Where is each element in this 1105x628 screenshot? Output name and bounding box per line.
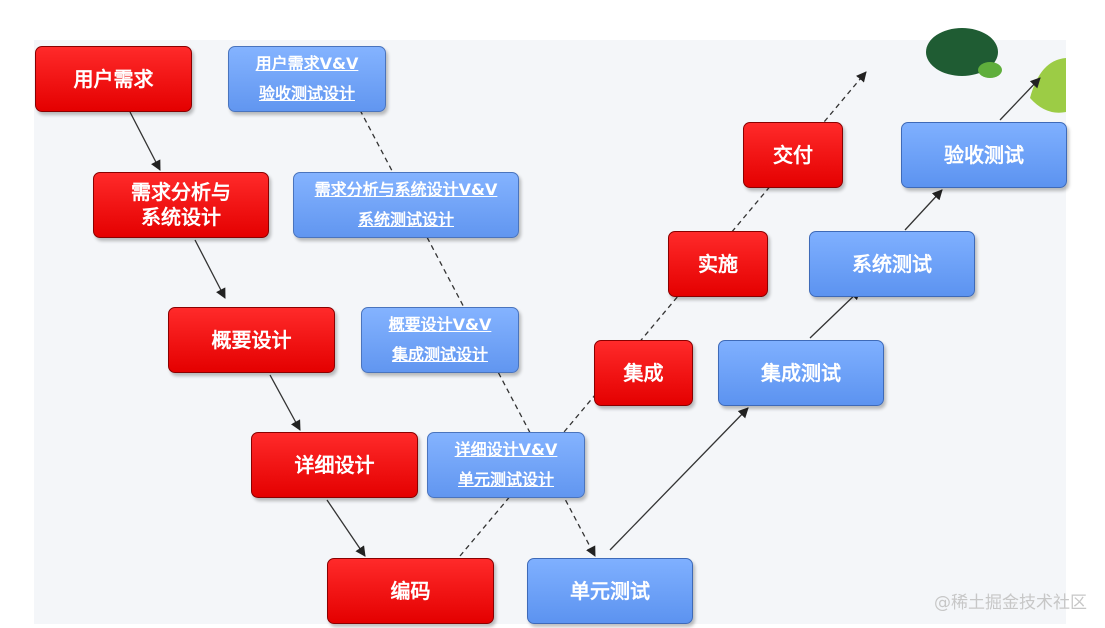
phase-outline-design: 概要设计 [168,307,335,373]
phase-label: 交付 [773,142,813,167]
phase-implementation: 实施 [668,231,768,297]
phase-label: 实施 [698,251,738,276]
test-label: 验收测试 [944,142,1024,167]
phase-label: 集成 [623,360,664,385]
watermark: @稀土掘金技术社区 [934,593,1087,613]
test-label: 集成测试 [761,360,841,385]
test-system: 系统测试 [809,231,975,297]
arrow-analysis-to-outline [194,239,226,299]
test-unit: 单元测试 [527,558,693,624]
arrow-req-to-analysis [129,111,161,171]
test-label: 系统测试 [852,251,932,276]
vv-label-line1: 用户需求V&V [255,53,359,73]
vv-label-line2: 单元测试设计 [457,470,554,489]
phase-label: 用户需求 [73,66,154,91]
arrow-system-to-acceptance [904,189,943,231]
test-acceptance: 验收测试 [901,122,1067,188]
arrow-detailed-to-coding [326,499,366,557]
vv-label-line1: 详细设计V&V [454,439,558,459]
vv-user-requirements: 用户需求V&V 验收测试设计 [228,46,386,112]
test-integration: 集成测试 [718,340,884,406]
phase-requirements-analysis: 需求分析与 系统设计 [93,172,269,238]
phase-label: 编码 [390,578,431,603]
phase-label: 详细设计 [294,452,375,477]
phase-label-line1: 需求分析与 [131,180,231,204]
phase-detailed-design: 详细设计 [251,432,418,498]
vv-label-line2: 系统测试设计 [357,210,454,229]
phase-coding: 编码 [327,558,494,624]
leaf-decoration-icon [926,28,1066,113]
arrow-outline-to-detailed [269,374,301,431]
phase-user-requirements: 用户需求 [35,46,192,112]
arrow-acceptance-exit [999,77,1041,121]
phase-integration: 集成 [594,340,693,406]
vv-label-line2: 验收测试设计 [258,84,355,103]
vv-outline-design: 概要设计V&V 集成测试设计 [361,307,519,373]
phase-delivery: 交付 [743,122,843,188]
test-label: 单元测试 [570,578,650,603]
phase-label: 概要设计 [211,327,292,352]
phase-label-line2: 系统设计 [141,205,221,229]
vv-label-line1: 需求分析与系统设计V&V [314,179,498,199]
arrow-integration-to-system [809,289,861,339]
vv-label-line2: 集成测试设计 [391,345,488,364]
arrow-unit-to-integration [609,407,749,551]
vv-detailed-design: 详细设计V&V 单元测试设计 [427,432,585,498]
vv-label-line1: 概要设计V&V [388,314,492,334]
vv-requirements-analysis: 需求分析与系统设计V&V 系统测试设计 [293,172,519,238]
